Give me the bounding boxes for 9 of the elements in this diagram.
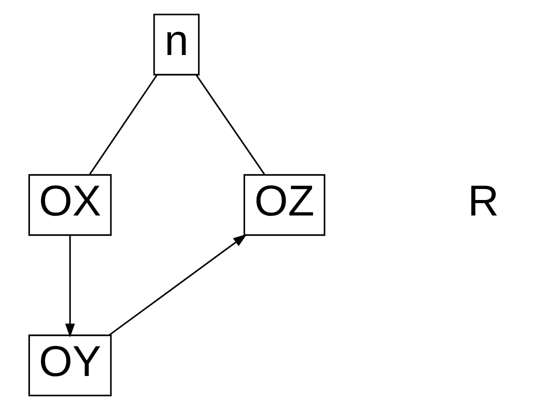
node-box: OX	[28, 174, 112, 236]
node-box: OZ	[244, 174, 326, 236]
node-box: OY	[28, 334, 112, 396]
arrow	[108, 234, 247, 336]
connector	[88, 74, 158, 176]
label: R	[468, 178, 499, 226]
arrow	[65, 235, 75, 338]
node-box: n	[153, 14, 200, 76]
connector	[196, 74, 266, 176]
